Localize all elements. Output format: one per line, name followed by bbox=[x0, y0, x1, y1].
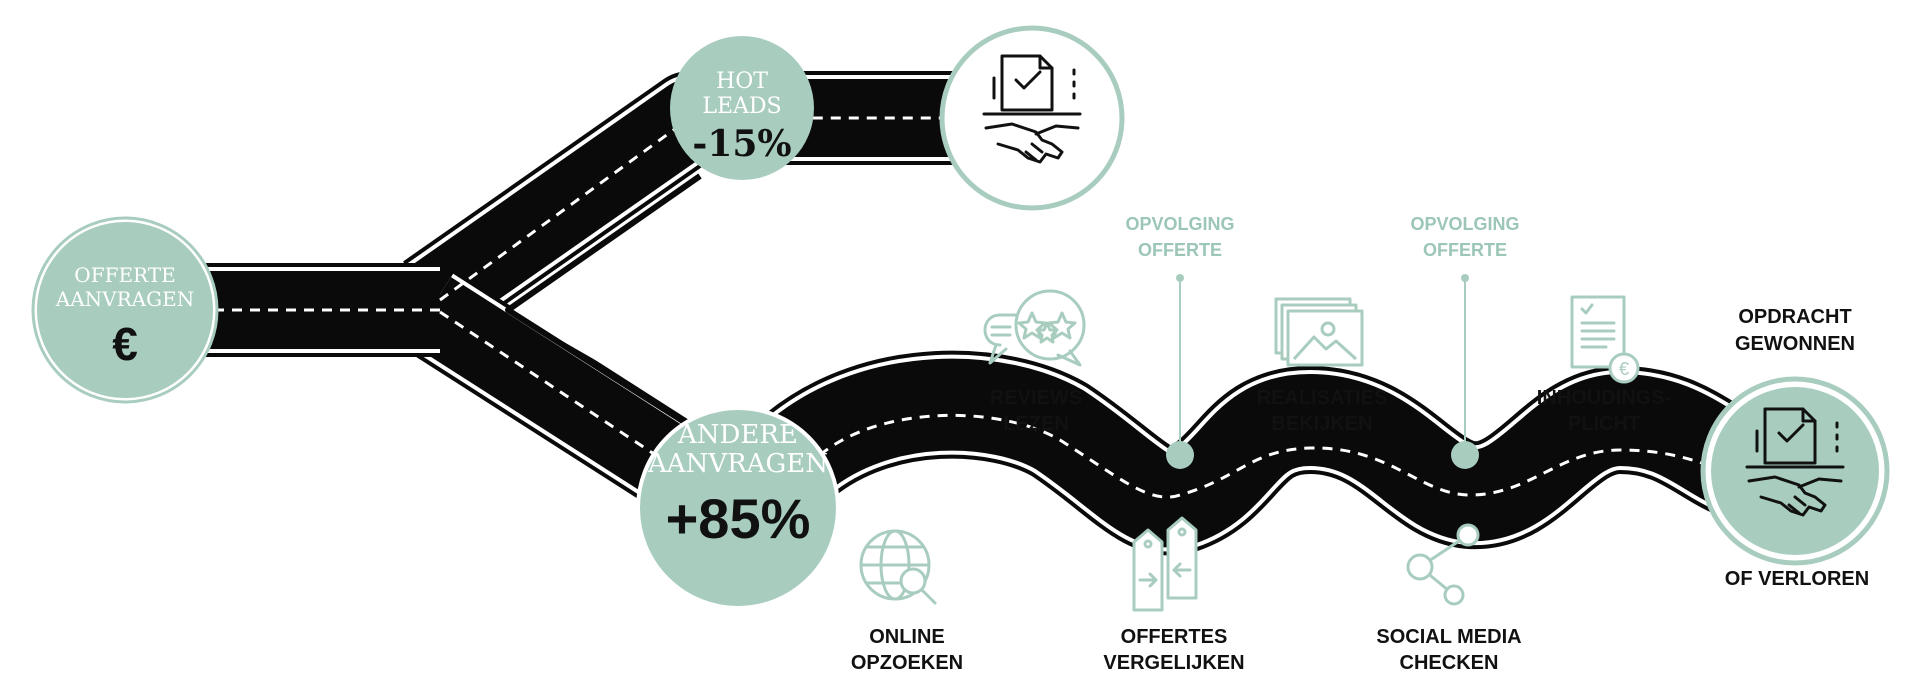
hot-leads-circle bbox=[670, 36, 814, 180]
end-top-line2: GEWONNEN bbox=[1735, 333, 1855, 355]
center-dash-lower bbox=[439, 310, 661, 460]
step-2-line1: REVIEWS bbox=[990, 387, 1082, 409]
hot-leads-node: HOT LEADS -15% bbox=[670, 36, 814, 180]
step-reviews-lezen: REVIEWS LEZEN bbox=[983, 289, 1086, 435]
start-line2: AANVRAGEN bbox=[55, 287, 194, 311]
milestone-1-top-dot bbox=[1176, 274, 1184, 282]
center-dash-wave bbox=[819, 413, 1761, 499]
end-circle bbox=[1711, 387, 1879, 555]
review-stars-icon bbox=[983, 289, 1086, 367]
step-6-line1: INHOUDINGS- bbox=[1537, 387, 1671, 409]
step-5-line1: SOCIAL MEDIA bbox=[1376, 626, 1521, 648]
step-3-line1: OFFERTES bbox=[1121, 626, 1228, 648]
road-wave-asphalt bbox=[771, 358, 1788, 548]
road-network bbox=[130, 71, 1789, 556]
milestone-marker-1: OPVOLGING OFFERTE bbox=[1125, 214, 1235, 469]
hot-leads-line2: LEADS bbox=[702, 94, 781, 119]
step-4-line2: BEKIJKEN bbox=[1271, 413, 1372, 435]
contract-handshake-icon bbox=[1745, 407, 1845, 517]
end-bottom: OF VERLOREN bbox=[1725, 568, 1869, 590]
step-social-media-checken: SOCIAL MEDIA CHECKEN bbox=[1376, 523, 1522, 674]
start-circle-ring bbox=[31, 216, 219, 404]
road-fork-notch-edge bbox=[505, 173, 702, 435]
start-line1: OFFERTE bbox=[74, 263, 175, 287]
milestone-2-line1: OPVOLGING bbox=[1410, 214, 1519, 234]
step-realisaties-bekijken: REALISATIES BEKIJKEN bbox=[1257, 297, 1388, 435]
milestone-2-line2: OFFERTE bbox=[1423, 240, 1507, 260]
share-network-icon bbox=[1406, 523, 1480, 606]
andere-line2: AANVRAGEN bbox=[647, 449, 828, 479]
start-circle bbox=[33, 218, 217, 402]
compare-tags-icon bbox=[1132, 516, 1198, 612]
milestone-1-dot bbox=[1166, 441, 1194, 469]
step-5-line2: CHECKEN bbox=[1400, 652, 1499, 674]
hot-leads-result-circle bbox=[939, 25, 1125, 211]
andere-line1: ANDERE bbox=[677, 420, 798, 450]
hot-leads-line1: HOT bbox=[716, 69, 768, 94]
step-6-line2: PLICHT bbox=[1568, 413, 1640, 435]
step-4-line1: REALISATIES bbox=[1257, 387, 1388, 409]
step-inhoudingsplicht: € INHOUDINGS- PLICHT bbox=[1537, 295, 1671, 435]
step-1-line1: ONLINE bbox=[869, 626, 945, 648]
step-online-opzoeken: ONLINE OPZOEKEN bbox=[851, 529, 963, 674]
step-3-line2: VERGELIJKEN bbox=[1103, 652, 1244, 674]
milestone-2-top-dot bbox=[1461, 274, 1469, 282]
globe-search-icon bbox=[859, 529, 937, 605]
svg-text:€: € bbox=[1619, 359, 1629, 379]
photo-gallery-icon bbox=[1274, 297, 1364, 367]
start-node: OFFERTE AANVRAGEN € bbox=[31, 216, 219, 404]
milestone-marker-2: OPVOLGING OFFERTE bbox=[1410, 214, 1520, 469]
hot-leads-value: -15% bbox=[692, 123, 791, 165]
road-fork-notch bbox=[508, 176, 700, 420]
andere-node: ANDERE AANVRAGEN +85% bbox=[636, 406, 840, 610]
end-node: OPDRACHT GEWONNEN OF VERLOREN bbox=[1700, 306, 1890, 590]
hot-leads-result bbox=[939, 25, 1125, 211]
andere-circle bbox=[636, 406, 840, 610]
step-offertes-vergelijken: OFFERTES VERGELIJKEN bbox=[1103, 516, 1245, 674]
milestone-1-line2: OFFERTE bbox=[1138, 240, 1222, 260]
invoice-euro-icon: € bbox=[1570, 295, 1640, 384]
step-2-line2: LEZEN bbox=[1003, 413, 1069, 435]
milestone-2-dot bbox=[1451, 441, 1479, 469]
end-top-line1: OPDRACHT bbox=[1738, 306, 1851, 328]
step-1-line2: OPZOEKEN bbox=[851, 652, 963, 674]
contract-handshake-icon bbox=[982, 54, 1082, 164]
andere-value: +85% bbox=[666, 487, 811, 550]
euro-symbol: € bbox=[112, 318, 138, 370]
milestone-1-line1: OPVOLGING bbox=[1125, 214, 1234, 234]
